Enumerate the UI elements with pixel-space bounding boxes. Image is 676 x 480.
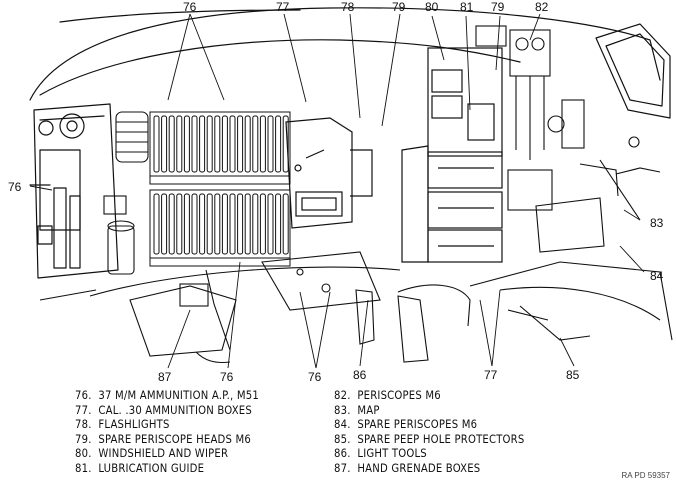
- shell-cartridge: [191, 193, 198, 255]
- callout-85: 85: [566, 368, 580, 382]
- shell-cartridge: [214, 193, 221, 255]
- shell-cartridge: [244, 115, 251, 173]
- callout-76-left: 76: [8, 180, 22, 194]
- callout-84: 84: [650, 269, 664, 283]
- hull-roof-outline: [29, 7, 661, 101]
- map-and-spare-periscopes: [507, 136, 661, 253]
- shell-cartridge: [153, 193, 160, 255]
- legend-item: 87. HAND GRENADE BOXES: [334, 461, 481, 475]
- callout-83: 83: [650, 216, 664, 230]
- callout-77-bottom: 77: [484, 368, 498, 382]
- cal30-ammunition-boxes: [401, 47, 503, 263]
- legend-item: 78. FLASHLIGHTS: [75, 418, 170, 432]
- callout-leader-lines: [29, 13, 645, 369]
- shell-cartridge: [275, 115, 282, 173]
- shell-cartridge: [168, 193, 175, 255]
- floor-and-lower-equipment: [39, 251, 673, 364]
- callout-79-left: 79: [392, 0, 406, 14]
- shell-cartridge: [176, 115, 183, 173]
- legend-left-column: 76. 37 M/M AMMUNITION A.P., M51 77. CAL.…: [75, 389, 325, 477]
- callout-87: 87: [158, 370, 172, 384]
- light-tools: [355, 289, 375, 345]
- shell-cartridge: [199, 115, 206, 173]
- callout-81: 81: [460, 0, 474, 14]
- ammunition-rack-37mm: [149, 111, 291, 267]
- figure-code: RA PD 59357: [621, 471, 670, 480]
- shell-cartridge: [206, 115, 213, 173]
- shell-cartridge: [267, 193, 274, 255]
- shell-cartridge: [244, 193, 251, 255]
- callout-79-right: 79: [491, 0, 505, 14]
- left-gauge: [59, 113, 85, 139]
- legend-item: 84. SPARE PERISCOPES M6: [334, 418, 478, 432]
- callout-86: 86: [353, 368, 367, 382]
- legend-item: 83. MAP: [334, 403, 380, 417]
- legend-item: 76. 37 M/M AMMUNITION A.P., M51: [75, 389, 259, 402]
- shell-cartridge: [259, 115, 266, 173]
- shell-cartridge: [183, 115, 190, 173]
- callout-76-top: 76: [183, 0, 197, 14]
- shell-cartridge: [168, 115, 175, 173]
- callout-77-top: 77: [276, 0, 290, 14]
- windshield-panel: [285, 117, 373, 229]
- shell-cartridge: [191, 115, 198, 173]
- shell-cartridge: [221, 193, 228, 255]
- right-window-frame: [595, 23, 671, 119]
- flashlight-cylinder: [103, 111, 149, 275]
- shell-cartridge: [237, 193, 244, 255]
- shell-cartridge: [183, 193, 190, 255]
- legend-right-column: 82. PERISCOPES M6 83. MAP 84. SPARE PERI…: [334, 389, 634, 477]
- shell-cartridge: [229, 193, 236, 255]
- shell-cartridge: [214, 115, 221, 173]
- callout-76-bottom-b: 76: [308, 370, 322, 384]
- shell-cartridge: [252, 115, 259, 173]
- shell-cartridge: [161, 115, 168, 173]
- callout-82: 82: [535, 0, 549, 14]
- legend-item: 81. LUBRICATION GUIDE: [75, 461, 205, 475]
- shell-cartridge: [275, 193, 282, 255]
- shell-cartridge: [199, 193, 206, 255]
- callout-78: 78: [341, 0, 355, 14]
- legend-item: 77. CAL. .30 AMMUNITION BOXES: [75, 403, 252, 417]
- shell-cartridge: [161, 193, 168, 255]
- legend-item: 85. SPARE PEEP HOLE PROTECTORS: [334, 432, 525, 446]
- shell-cartridge: [229, 115, 236, 173]
- shell-cartridge: [206, 193, 213, 255]
- shell-cartridge: [259, 193, 266, 255]
- shell-cartridge: [252, 193, 259, 255]
- legend-item: 82. PERISCOPES M6: [334, 389, 441, 402]
- shell-cartridge: [267, 115, 274, 173]
- legend-item: 86. LIGHT TOOLS: [334, 447, 427, 461]
- legend-item: 79. SPARE PERISCOPE HEADS M6: [75, 432, 251, 446]
- shell-cartridge: [153, 115, 160, 173]
- shell-cartridge: [282, 193, 289, 255]
- left-wall-panel: [33, 103, 119, 279]
- shell-cartridge: [176, 193, 183, 255]
- turret-ring-curve: [39, 39, 521, 96]
- grenade-box-cylinder: [397, 295, 429, 363]
- periscopes-m6: [475, 25, 585, 160]
- shell-cartridge: [282, 115, 289, 173]
- shell-cartridge: [221, 115, 228, 173]
- callout-numbers: 76 77 78 79 80 81 79 82 76 83 84 87 76 7…: [8, 0, 664, 384]
- callout-80: 80: [425, 0, 439, 14]
- shell-cartridge: [237, 115, 244, 173]
- callout-76-bottom-a: 76: [220, 370, 234, 384]
- legend-item: 80. WINDSHIELD AND WIPER: [75, 447, 229, 461]
